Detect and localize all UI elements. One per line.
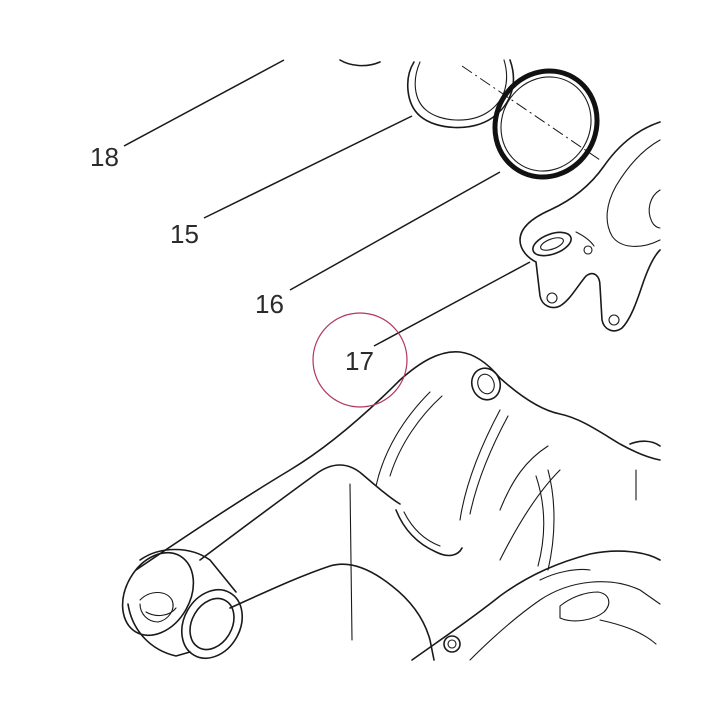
leader-lines xyxy=(123,59,531,347)
callout-17: 17 xyxy=(345,346,374,376)
swingarm-body xyxy=(121,351,661,661)
highlight-circle xyxy=(312,312,408,408)
part-15-ring xyxy=(407,59,515,129)
leader-17 xyxy=(373,261,531,347)
leader-16 xyxy=(289,171,501,291)
callout-16: 16 xyxy=(255,289,284,319)
callout-15: 15 xyxy=(170,219,199,249)
part-16-ring xyxy=(492,68,600,180)
axis-line xyxy=(461,65,601,161)
callout-18: 18 xyxy=(90,142,119,172)
part-18-fragment xyxy=(339,59,381,67)
part-17-bracket xyxy=(519,121,661,332)
leader-18 xyxy=(123,59,285,147)
leader-15 xyxy=(203,115,413,219)
